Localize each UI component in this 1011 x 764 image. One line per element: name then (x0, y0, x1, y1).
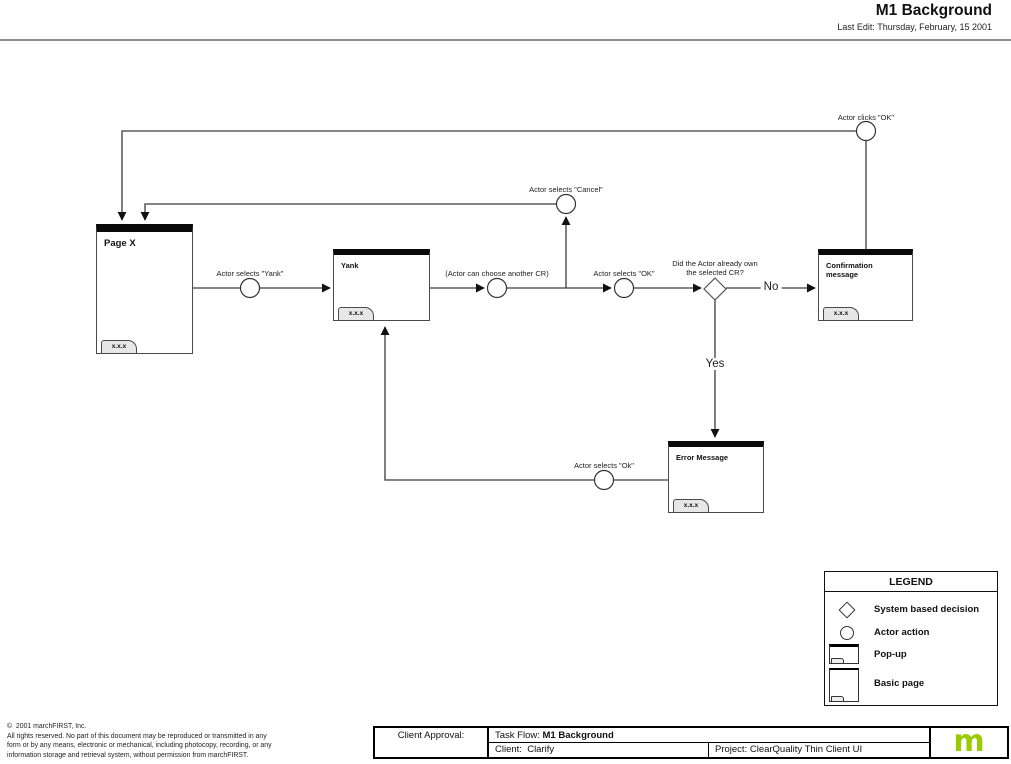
edge-clicks-ok-to-pagex (117, 130, 856, 221)
task-flow-value: M1 Background (542, 730, 614, 741)
actor-action-selects-cancel (555, 193, 577, 215)
label-selects-ok: Actor selects "OK" (593, 269, 655, 278)
task-flow-cell: Task Flow: M1 Background (489, 728, 929, 743)
decision-question-line2: the selected CR? (686, 268, 744, 277)
copyright-line: information storage and retrieval system… (7, 751, 249, 759)
legend: LEGEND System based decision Actor actio… (824, 571, 998, 706)
client-cell: Client: Clarify (489, 743, 709, 757)
copyright-line: All rights reserved. No part of this doc… (7, 732, 267, 740)
label-choose-another-cr: (Actor can choose another CR) (445, 269, 549, 278)
node-yank-popup: Yank x.x.x (333, 249, 430, 321)
node-title: Error Message (676, 453, 729, 462)
page-tab: x.x.x (101, 340, 137, 353)
legend-item-label: Pop-up (874, 649, 907, 660)
edge-error-to-yank (380, 326, 668, 481)
label-clicks-ok: Actor clicks "OK" (837, 113, 895, 122)
label-branch-no: No (760, 281, 782, 293)
page-title: M1 Background (875, 2, 992, 19)
client-approval-cell: Client Approval: (375, 728, 489, 757)
page-tab: x.x.x (673, 499, 709, 512)
legend-item-label: System based decision (874, 604, 980, 615)
copyright-line: form or by any means, electronic or mech… (7, 742, 272, 750)
node-page-x: Page X x.x.x (96, 224, 193, 354)
actor-action-icon (840, 626, 854, 640)
copyright-block: © 2001 marchFIRST, Inc. All rights reser… (7, 722, 272, 760)
header-divider (0, 39, 1011, 41)
node-confirmation-popup: Confirmation message x.x.x (818, 249, 913, 321)
page-tab: x.x.x (823, 307, 859, 320)
approval-table: Client Approval: Task Flow: M1 Backgroun… (373, 726, 1009, 759)
copyright-line: © 2001 marchFIRST, Inc. (7, 723, 87, 730)
label-decision-question: Did the Actor already own the selected C… (672, 259, 757, 277)
actor-action-selects-ok (613, 277, 635, 299)
label-branch-yes: Yes (702, 358, 728, 370)
legend-item-label: Basic page (874, 678, 925, 689)
node-error-popup: Error Message x.x.x (668, 441, 764, 513)
basic-page-tab-icon (831, 696, 844, 701)
actor-action-selects-ok-error (593, 469, 615, 491)
node-title: Page X (104, 238, 136, 249)
basic-page-icon (829, 668, 859, 702)
task-flow-label: Task Flow: (495, 730, 543, 741)
popup-tab-icon (831, 658, 844, 663)
marchfirst-logo: m (929, 727, 1007, 757)
system-decision-icon (838, 601, 856, 619)
project-cell: Project: ClearQuality Thin Client UI (715, 744, 863, 755)
legend-item-label: Actor action (874, 627, 930, 638)
node-title: Confirmation message (826, 261, 873, 280)
actor-action-clicks-ok (855, 120, 877, 142)
marchfirst-logo-glyph: m (953, 724, 985, 759)
edge-cancel-to-pagex (140, 203, 556, 221)
decision-question-line1: Did the Actor already own (672, 259, 758, 268)
legend-title: LEGEND (825, 572, 997, 592)
actor-action-choose-another-cr (486, 277, 508, 299)
popup-icon (829, 644, 859, 664)
last-edit-timestamp: Last Edit: Thursday, February, 15 2001 (837, 22, 992, 32)
page-tab: x.x.x (338, 307, 374, 320)
label-selects-cancel: Actor selects "Cancel" (529, 185, 603, 194)
node-title: Yank (341, 261, 359, 270)
label-selects-ok-error: Actor selects "Ok" (574, 461, 634, 470)
actor-action-selects-yank (239, 277, 261, 299)
label-selects-yank: Actor selects "Yank" (216, 269, 284, 278)
decision-diamond (703, 277, 727, 301)
